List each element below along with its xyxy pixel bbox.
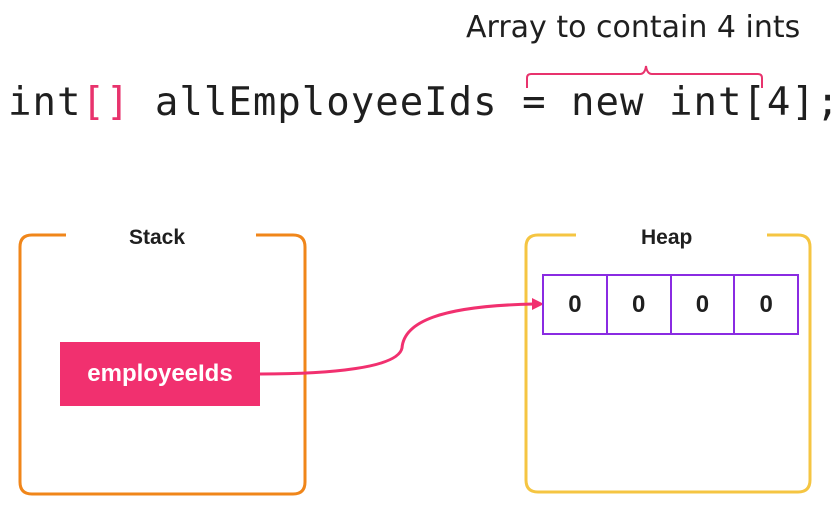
- stack-title: Stack: [129, 226, 186, 249]
- reference-arrow: [259, 302, 535, 376]
- reference-arrowhead: [532, 298, 544, 310]
- array-cell-0: 0: [544, 276, 608, 333]
- array-cell-3: 0: [759, 290, 773, 318]
- array-annotation: Array to contain 4 ints: [466, 10, 801, 45]
- heap-panel: [524, 233, 812, 494]
- code-array-brackets: []: [81, 80, 131, 125]
- code-type: int: [8, 80, 82, 125]
- heap-array: 0 0 0 0: [542, 274, 799, 335]
- annotation-brace: [526, 65, 763, 88]
- array-cell-2: 0: [672, 276, 736, 333]
- code-rest: allEmployeeIds = new int[4];: [130, 80, 840, 125]
- code-line: int[] allEmployeeIds = new int[4];: [8, 80, 840, 125]
- heap-title: Heap: [641, 226, 693, 249]
- array-cell-1: 0: [608, 276, 672, 333]
- stack-panel: [18, 233, 307, 496]
- stack-variable-box: employeeIds: [60, 342, 260, 406]
